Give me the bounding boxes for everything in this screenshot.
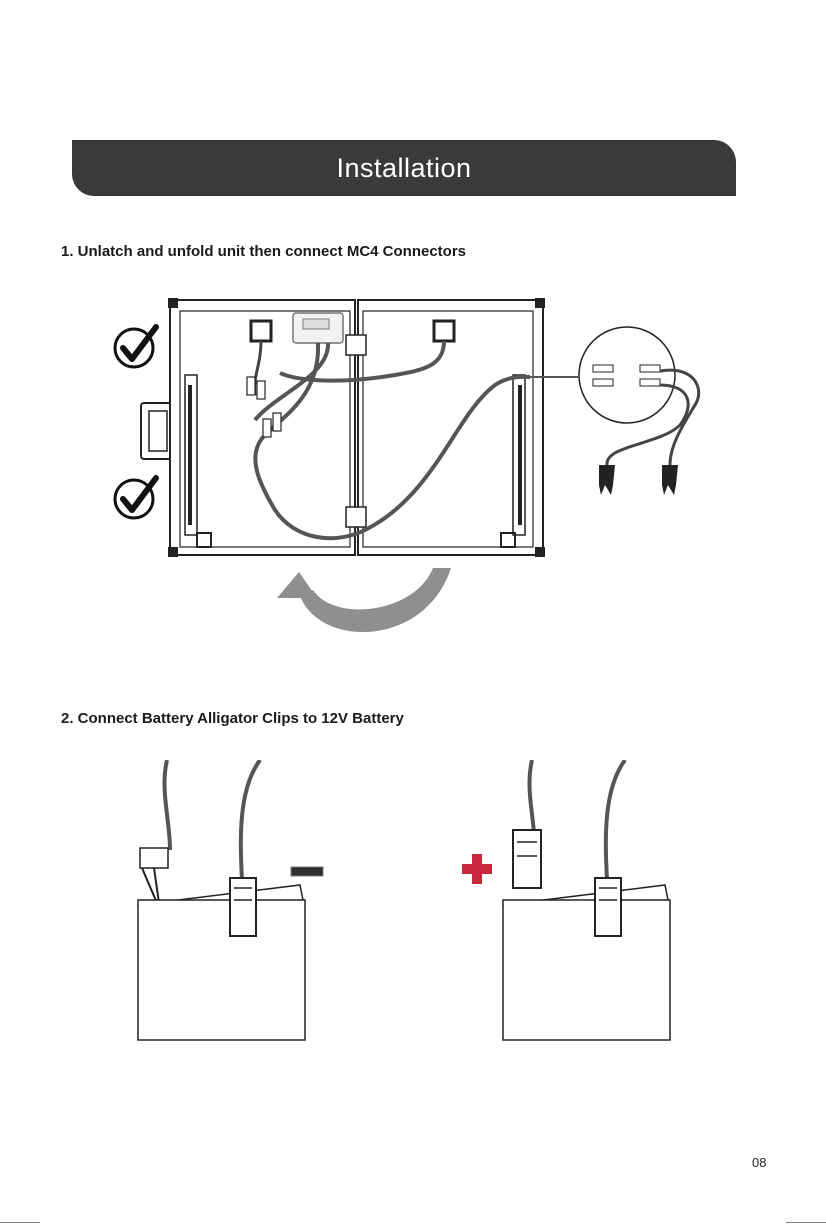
plus-icon [460,852,494,886]
minus-icon [290,866,326,878]
battery-negative-illustration [130,760,310,1050]
page-number: 08 [752,1155,766,1170]
section-banner: Installation [72,140,736,196]
solar-panel-illustration [135,295,710,575]
battery-positive-illustration [495,760,675,1050]
crop-mark [0,1222,40,1223]
fold-arrow-icon [265,568,465,638]
crop-mark [786,1222,826,1223]
step-1-heading: 1. Unlatch and unfold unit then connect … [61,243,466,260]
step-2-heading: 2. Connect Battery Alligator Clips to 12… [61,710,404,727]
page-title: Installation [336,153,471,184]
